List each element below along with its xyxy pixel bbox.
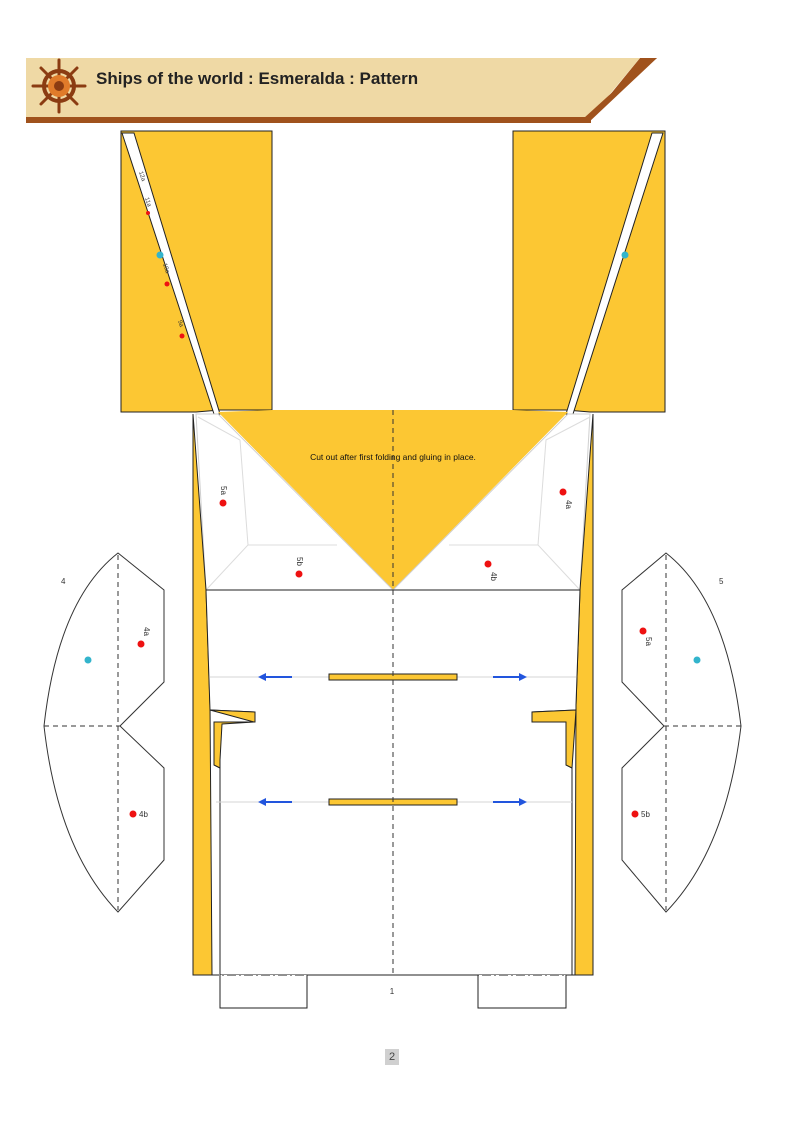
- header-band-bottom-border: [26, 117, 591, 123]
- strip-align-dot-left: [156, 251, 164, 259]
- part-5-glue-dot-5b: [631, 810, 639, 818]
- arrow-left-1: [258, 673, 292, 681]
- cut-instruction: Cut out after first folding and gluing i…: [310, 452, 476, 462]
- right-tab: [531, 709, 577, 769]
- bottom-tab-right: [477, 975, 567, 1009]
- part-5-glue-dot-5a: [639, 627, 647, 635]
- strip-glue-dot-2: [164, 281, 170, 287]
- part-4-label-4a: 4a: [142, 627, 151, 636]
- part-number-4: 4: [61, 577, 66, 586]
- left-facet-lines: [197, 416, 249, 591]
- header-band: [26, 58, 640, 118]
- strip-glue-dot-1: [146, 211, 150, 215]
- part-5-outline: [621, 552, 742, 913]
- strip-label-3: 10a: [161, 263, 170, 275]
- left-tab: [209, 709, 256, 769]
- glue-dot-4a-main: [559, 488, 567, 496]
- part-5-align-dot: [693, 656, 701, 664]
- part-4-outline: [43, 552, 165, 913]
- right-facet-lines: [537, 416, 591, 591]
- part-4-glue-dot-4a: [137, 640, 145, 648]
- header-band-edge: [584, 58, 657, 123]
- part-4-glue-dot-4b: [129, 810, 137, 818]
- arrow-right-2: [493, 798, 527, 806]
- arrow-right-1: [493, 673, 527, 681]
- label-4a-main: 4a: [564, 500, 573, 509]
- page-title: Ships of the world : Esmeralda : Pattern: [96, 69, 419, 88]
- page-number: 2: [385, 1049, 399, 1065]
- glue-dot-5b-main: [295, 570, 303, 578]
- bottom-tab-left: [219, 975, 308, 1009]
- strip-glue-dot-3: [179, 333, 185, 339]
- strip-align-dot-right: [621, 251, 629, 259]
- strip-label-1: 12a: [137, 171, 146, 183]
- label-5a-main: 5a: [219, 486, 228, 495]
- part-4-label-4b: 4b: [139, 810, 148, 819]
- part-4-align-dot: [84, 656, 92, 664]
- glue-dot-4b-main: [484, 560, 492, 568]
- strip-label-4: 9a: [176, 320, 184, 329]
- strip-labels: 12a 11a 10a 9a: [137, 171, 184, 329]
- part-number-1: 1: [390, 987, 395, 996]
- part-number-5: 5: [719, 577, 724, 586]
- part-5-label-5a: 5a: [644, 637, 653, 646]
- left-top-column: [120, 130, 273, 413]
- label-4b-main: 4b: [489, 572, 498, 581]
- label-5b-main: 5b: [295, 557, 304, 566]
- part-5-label-5b: 5b: [641, 810, 650, 819]
- arrow-left-2: [258, 798, 292, 806]
- strip-label-2: 11a: [143, 197, 152, 209]
- right-side-strip: [574, 413, 594, 976]
- left-side-strip: [192, 413, 213, 976]
- ship-wheel-icon: [31, 58, 87, 114]
- glue-dot-5a-main: [219, 499, 227, 507]
